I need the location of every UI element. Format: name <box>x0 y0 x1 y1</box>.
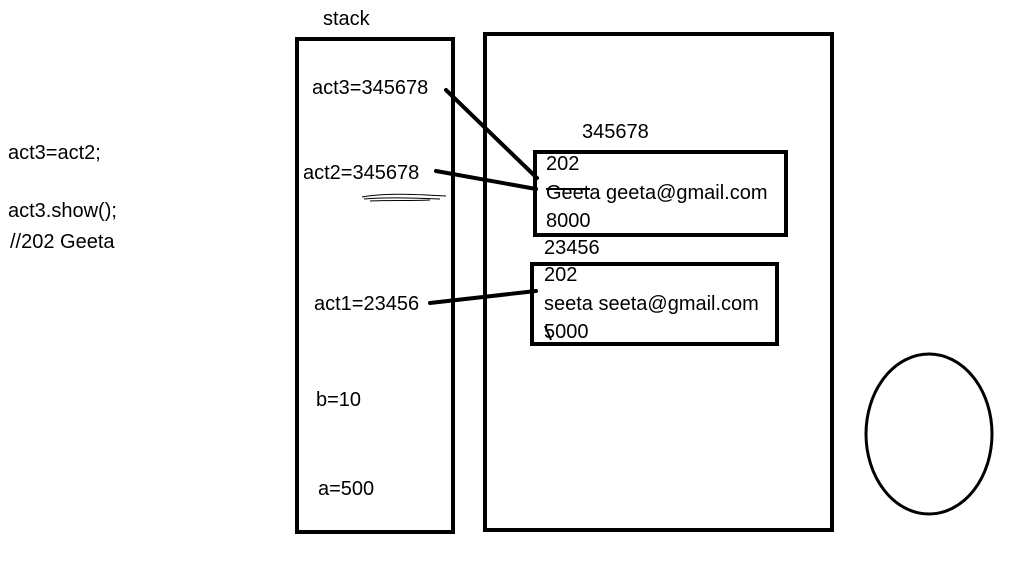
erased-scribble <box>361 193 447 202</box>
reference-line-act3 <box>444 88 539 180</box>
code-line-comment: //202 Geeta <box>10 231 115 253</box>
heap-object-box <box>533 150 788 237</box>
heap-object-box <box>530 262 779 346</box>
strike-mark <box>544 325 552 341</box>
code-line-assign: act3=act2; <box>8 142 101 164</box>
empty-oval <box>864 352 994 516</box>
object-id: 202 <box>544 264 578 286</box>
stack-var-act3: act3=345678 <box>312 77 429 99</box>
object-balance: 8000 <box>546 210 591 232</box>
reference-line-act2 <box>434 169 538 191</box>
heap-box <box>483 32 834 532</box>
code-line-call: act3.show(); <box>8 200 117 222</box>
object-id: 202 <box>546 153 580 175</box>
stack-var-a: a=500 <box>318 478 375 500</box>
object-name-email: Geeta geeta@gmail.com <box>546 182 768 204</box>
reference-line-act1 <box>428 289 538 305</box>
object-name-email: seeta seeta@gmail.com <box>544 293 759 315</box>
stack-var-act1: act1=23456 <box>314 293 420 315</box>
heap-object-address: 23456 <box>544 237 600 259</box>
stack-label: stack <box>323 8 370 30</box>
heap-object-address: 345678 <box>582 121 649 143</box>
stack-var-b: b=10 <box>316 389 362 411</box>
stack-var-act2: act2=345678 <box>303 162 420 184</box>
object-balance: 5000 <box>544 321 589 343</box>
stack-box <box>295 37 455 534</box>
